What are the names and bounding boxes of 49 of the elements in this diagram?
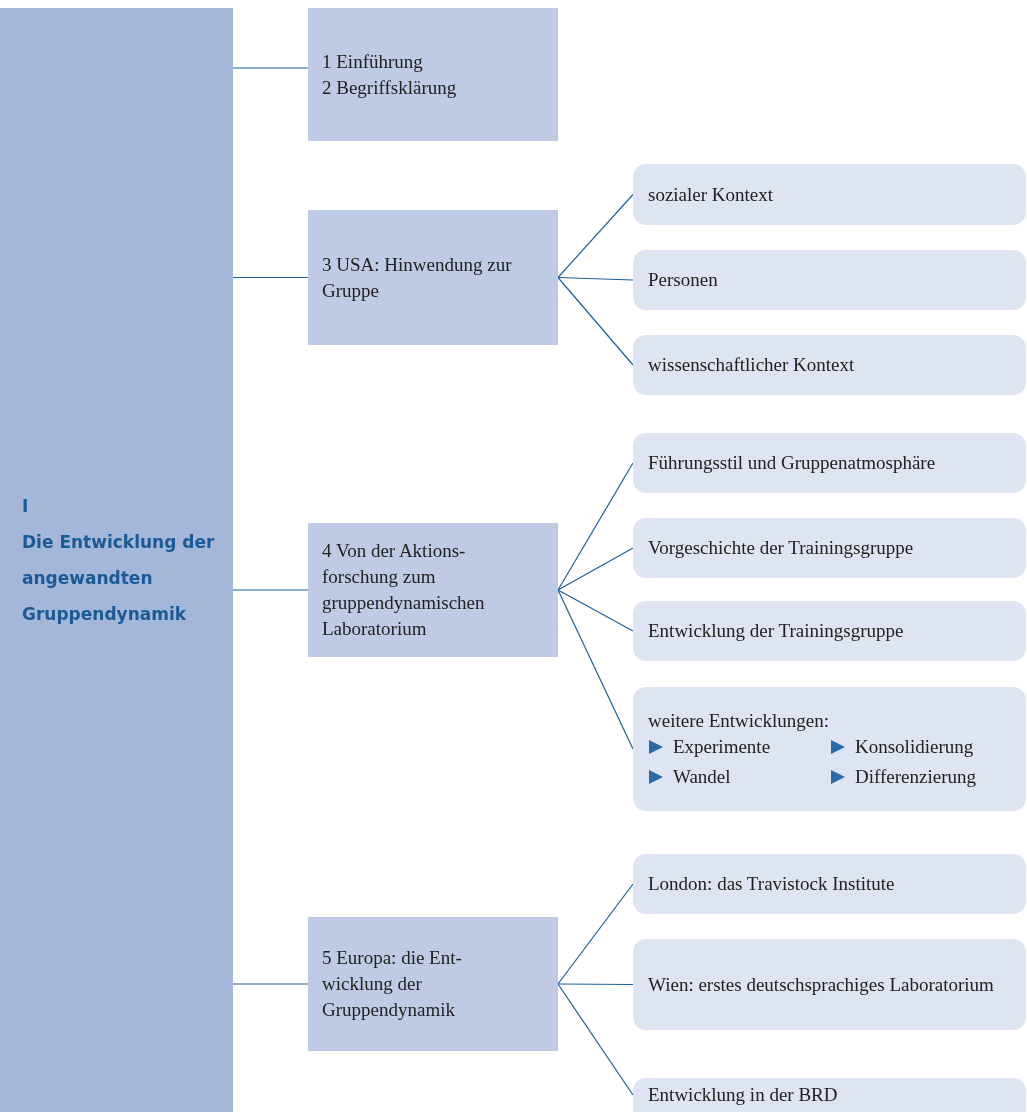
topic-box: [633, 250, 1026, 310]
section-box: [308, 917, 558, 1051]
section-title: 2 Begriffsklärung: [322, 75, 458, 100]
connector-line: [557, 276, 634, 366]
topic-label: Personen: [648, 268, 719, 292]
topic-item: Konsolidierung: [855, 735, 974, 759]
topic-label: wissenschaftlicher Kontext: [648, 353, 856, 377]
section-title: 4 Von der Aktions-forschung zum gruppendynamischen Laboratorium: [322, 539, 486, 641]
topic-label: sozialer Kontext: [648, 182, 775, 207]
topic-box: [633, 1078, 1026, 1112]
topic-box: [633, 335, 1026, 395]
chapter-number: I: [22, 495, 30, 518]
connector-line: [232, 67, 309, 69]
connector-line: [557, 276, 634, 281]
topic-label: Wien: erstes deutschsprachiges Laboratorium: [648, 972, 995, 997]
topic-label: Vorgeschichte der Trainingsgruppe: [648, 536, 915, 560]
topic-box: [633, 164, 1026, 225]
connector-line: [557, 193, 634, 279]
topic-box: [633, 854, 1026, 914]
connector-line: [557, 883, 634, 985]
connector-line: [232, 276, 309, 279]
connector-line: [557, 462, 634, 591]
topic-item: Experimente: [673, 735, 771, 759]
section-title: 5 Europa: die Ent-wicklung der Gruppendynamik: [322, 946, 463, 1022]
section-title: 3 USA: Hinwendung zur Gruppe: [322, 252, 513, 303]
connector-line: [557, 589, 634, 632]
topic-box: [633, 518, 1026, 578]
section-box: [308, 210, 558, 345]
connector-line: [557, 547, 634, 591]
topic-label: Führungsstil und Gruppenatmosphäre: [648, 451, 937, 475]
topic-label: London: das Travistock Institute: [648, 872, 896, 896]
connector-line: [232, 589, 309, 591]
topic-box: [633, 433, 1026, 493]
chapter-panel: [0, 8, 233, 1112]
topic-item: Differenzierung: [855, 765, 976, 789]
connector-line: [232, 983, 309, 985]
section-title: 1 Einführung: [322, 49, 424, 74]
connector-line: [557, 983, 634, 986]
section-box: [308, 523, 558, 657]
topic-heading: weitere Entwicklungen:: [648, 709, 830, 733]
chapter-title: Die Entwicklung der angewandten Gruppendynamik: [22, 531, 216, 626]
connector-line: [557, 983, 634, 1096]
topic-box: [633, 601, 1026, 661]
topic-item: Wandel: [673, 765, 731, 789]
topic-label: Entwicklung in der BRD: [648, 1083, 839, 1107]
topic-box: [633, 939, 1026, 1030]
section-box: [308, 8, 558, 141]
topic-box: [633, 687, 1026, 811]
topic-label: Entwicklung der Trainingsgruppe: [648, 619, 905, 643]
